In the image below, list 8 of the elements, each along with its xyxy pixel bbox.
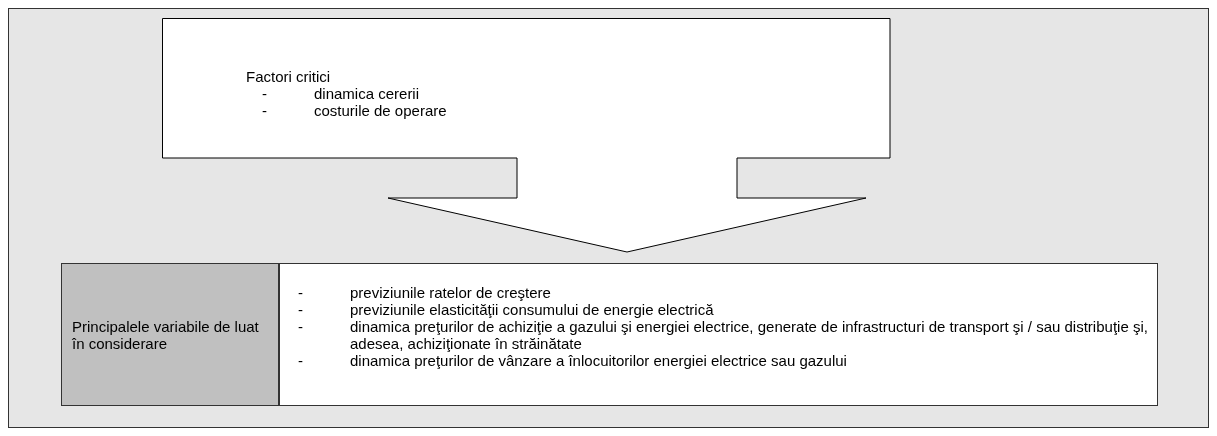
list-item: - costurile de operare <box>262 102 447 119</box>
list-item: - previziunile elasticităţii consumului de energie electrică <box>298 301 715 318</box>
list-panel <box>278 263 1158 406</box>
category-panel: Principalele variabile de luat în considerare <box>61 263 279 406</box>
list-item: - dinamica preţurilor de vânzare a înlocuitorilor energiei electrice sau gazului <box>298 352 848 369</box>
heading-text: Factori critici <box>246 68 331 85</box>
list-item: - dinamica cererii <box>262 85 420 102</box>
list-item: - previziunile ratelor de creştere <box>298 284 552 301</box>
